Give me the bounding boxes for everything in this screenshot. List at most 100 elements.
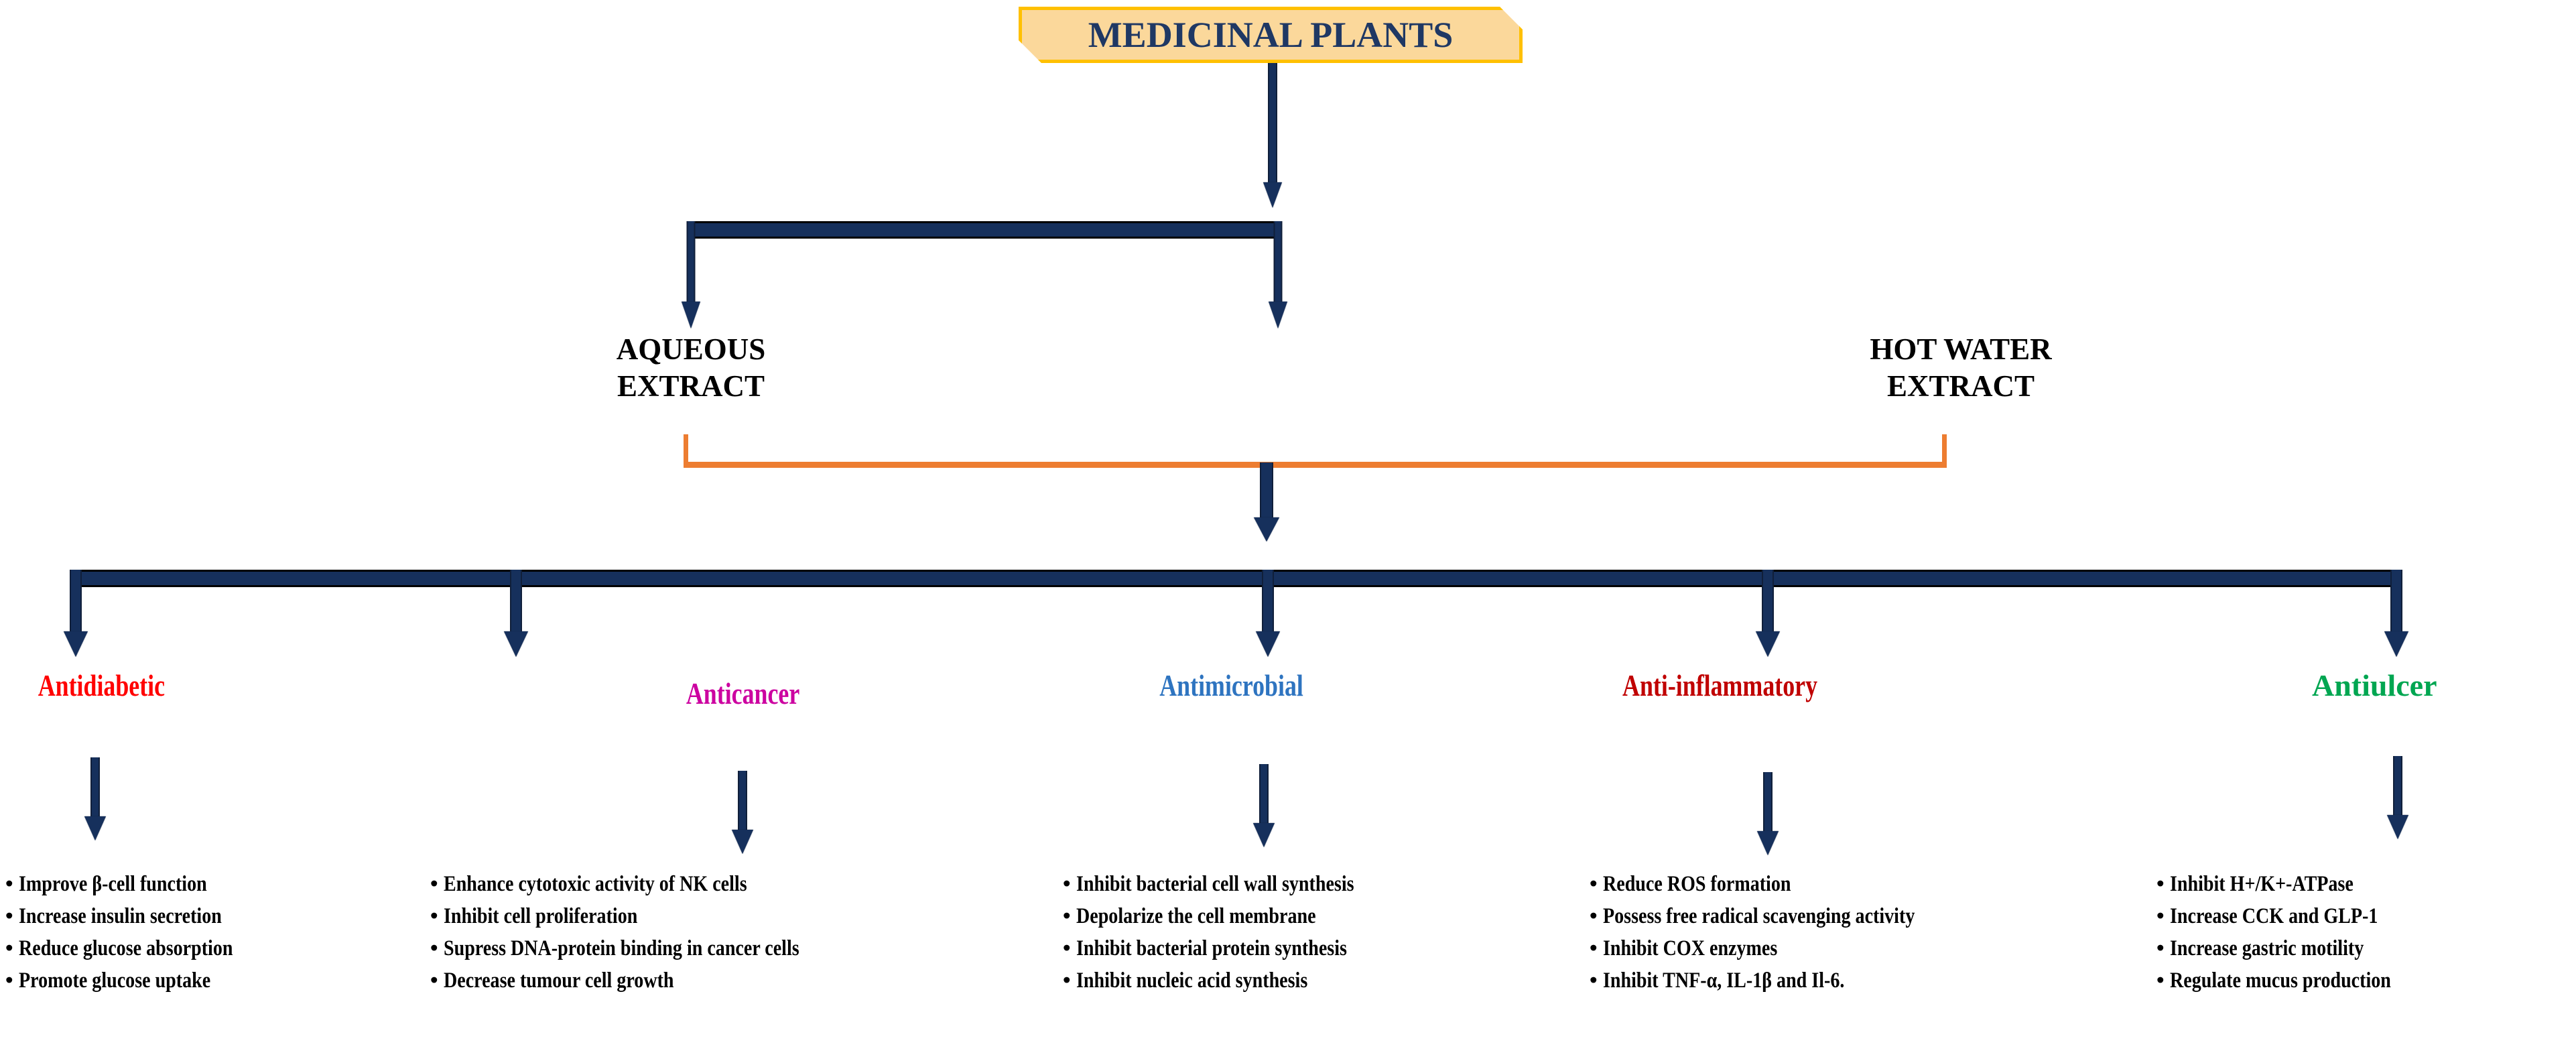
list-item-text: Promote glucose uptake (18, 968, 210, 993)
list-item-text: Improve β-cell function (18, 872, 207, 896)
list-item-text: Inhibit nucleic acid synthesis (1076, 968, 1308, 993)
list-item: Depolarize the cell membrane (1063, 901, 1403, 933)
list-item: Decrease tumour cell growth (430, 965, 862, 997)
list-item-text: Increase gastric motility (2169, 936, 2364, 960)
category-label-antiulcer: Antiulcer (2312, 670, 2437, 701)
connector-shaft (1762, 570, 1774, 631)
category-text: Anti-inflammatory (1622, 668, 1818, 702)
page-title: MEDICINAL PLANTS (1088, 15, 1454, 55)
list-item-text: Inhibit bacterial protein synthesis (1076, 936, 1347, 960)
orange-bracket-right-leg (1942, 434, 1947, 466)
connector-antimicrobial-to-bullets (1252, 764, 1276, 847)
arrow-head-icon (1269, 302, 1287, 328)
arrow-head-icon (1253, 823, 1275, 847)
connector-antiulcer-to-bullets (2386, 756, 2410, 839)
list-item-text: Supress DNA-protein binding in cancer ce… (443, 936, 799, 960)
arrow-head-icon (682, 302, 700, 328)
list-item: Increase CCK and GLP-1 (2156, 901, 2430, 933)
arrow-head-icon (2384, 631, 2408, 657)
arrow-head-icon (1256, 631, 1280, 657)
connector-shaft (70, 570, 82, 631)
list-item: Inhibit bacterial protein synthesis (1063, 933, 1403, 965)
list-item: Supress DNA-protein binding in cancer ce… (430, 933, 862, 965)
connector-to-antiulcer (2383, 570, 2410, 657)
arrow-head-icon (1254, 517, 1279, 542)
connector-antidiabetic-to-bullets (83, 757, 107, 840)
category-text: Antiulcer (2312, 668, 2437, 702)
connector-anticancer-to-bullets (730, 771, 755, 854)
list-item: Inhibit TNF-α, IL-1β and Il-6. (1590, 965, 1970, 997)
list-item-text: Increase insulin secretion (18, 903, 222, 928)
list-item-text: Inhibit bacterial cell wall synthesis (1076, 872, 1354, 896)
connector-shaft (1268, 63, 1277, 184)
category-text: Anticancer (686, 676, 800, 710)
connector-shaft (1262, 570, 1274, 631)
list-item: Reduce glucose absorption (5, 933, 271, 965)
arrow-head-icon (84, 816, 106, 840)
list-item: Enhance cytotoxic activity of NK cells (430, 869, 862, 901)
list-item: Increase gastric motility (2156, 933, 2430, 965)
list-item: Promote glucose uptake (5, 965, 271, 997)
list-item: Reduce ROS formation (1590, 869, 1970, 901)
list-item: Inhibit COX enzymes (1590, 933, 1970, 965)
orange-bracket-crossbar (684, 462, 1947, 468)
connector-shaft (1259, 764, 1269, 823)
arrow-head-icon (64, 631, 88, 657)
list-item: Inhibit nucleic acid synthesis (1063, 965, 1403, 997)
connector-to-hot-water-extract (1268, 221, 1288, 328)
category-label-anti-inflammatory: Anti-inflammatory (1595, 670, 1845, 701)
bullet-list-antidiabetic: Improve β-cell function Increase insulin… (5, 869, 271, 997)
list-item: Regulate mucus production (2156, 965, 2430, 997)
list-item: Inhibit cell proliferation (430, 901, 862, 933)
arrow-head-icon (732, 830, 753, 854)
connector-shaft (738, 771, 747, 830)
list-item: Possess free radical scavenging activity (1590, 901, 1970, 933)
list-item-text: Inhibit TNF-α, IL-1β and Il-6. (1602, 968, 1845, 993)
list-item-text: Enhance cytotoxic activity of NK cells (443, 872, 747, 896)
list-item: Increase insulin secretion (5, 901, 271, 933)
arrow-head-icon (1756, 631, 1780, 657)
category-label-antimicrobial: Antimicrobial (1139, 670, 1324, 701)
bullet-list-anticancer: Enhance cytotoxic activity of NK cells I… (430, 869, 862, 997)
hot-water-extract-label: HOT WATER EXTRACT (1870, 332, 2052, 403)
connector-extracts-to-activities (1250, 462, 1283, 542)
connector-to-antimicrobial (1254, 570, 1281, 657)
list-item-text: Inhibit COX enzymes (1602, 936, 1778, 960)
connector-shaft (510, 570, 522, 631)
connector-shaft (2393, 756, 2402, 815)
bullet-list-antiulcer: Inhibit H+/K+-ATPase Increase CCK and GL… (2156, 869, 2430, 997)
split-bar-extracts (689, 221, 1280, 239)
list-item: Improve β-cell function (5, 869, 271, 901)
connector-to-aqueous-extract (681, 221, 701, 328)
connector-title-to-split (1261, 63, 1284, 208)
arrow-head-icon (2387, 815, 2408, 839)
arrow-head-icon (1263, 182, 1282, 208)
list-item-text: Possess free radical scavenging activity (1602, 903, 1915, 928)
list-item-text: Reduce ROS formation (1602, 872, 1791, 896)
split-bar-activities (71, 570, 2398, 587)
list-item: Inhibit bacterial cell wall synthesis (1063, 869, 1403, 901)
connector-shaft (2390, 570, 2402, 631)
bullet-list-antimicrobial: Inhibit bacterial cell wall synthesis De… (1063, 869, 1403, 997)
arrow-head-icon (504, 631, 528, 657)
list-item: Inhibit H+/K+-ATPase (2156, 869, 2430, 901)
connector-shaft (686, 221, 696, 303)
category-label-anticancer: Anticancer (670, 678, 816, 709)
connector-shaft (1260, 462, 1273, 519)
connector-shaft (1273, 221, 1283, 303)
arrow-head-icon (1757, 831, 1779, 855)
category-label-antidiabetic: Antidiabetic (20, 670, 183, 701)
medicinal-plants-title-box: MEDICINAL PLANTS (1019, 7, 1523, 63)
orange-bracket-left-leg (684, 434, 688, 466)
list-item-text: Inhibit cell proliferation (443, 903, 638, 928)
connector-to-antidiabetic (62, 570, 89, 657)
list-item-text: Reduce glucose absorption (18, 936, 233, 960)
list-item-text: Depolarize the cell membrane (1076, 903, 1316, 928)
connector-shaft (90, 757, 100, 816)
connector-shaft (1763, 772, 1773, 831)
connector-to-anticancer (503, 570, 529, 657)
list-item-text: Increase CCK and GLP-1 (2169, 903, 2378, 928)
connector-anti-inflammatory-to-bullets (1756, 772, 1780, 855)
connector-to-anti-inflammatory (1754, 570, 1781, 657)
